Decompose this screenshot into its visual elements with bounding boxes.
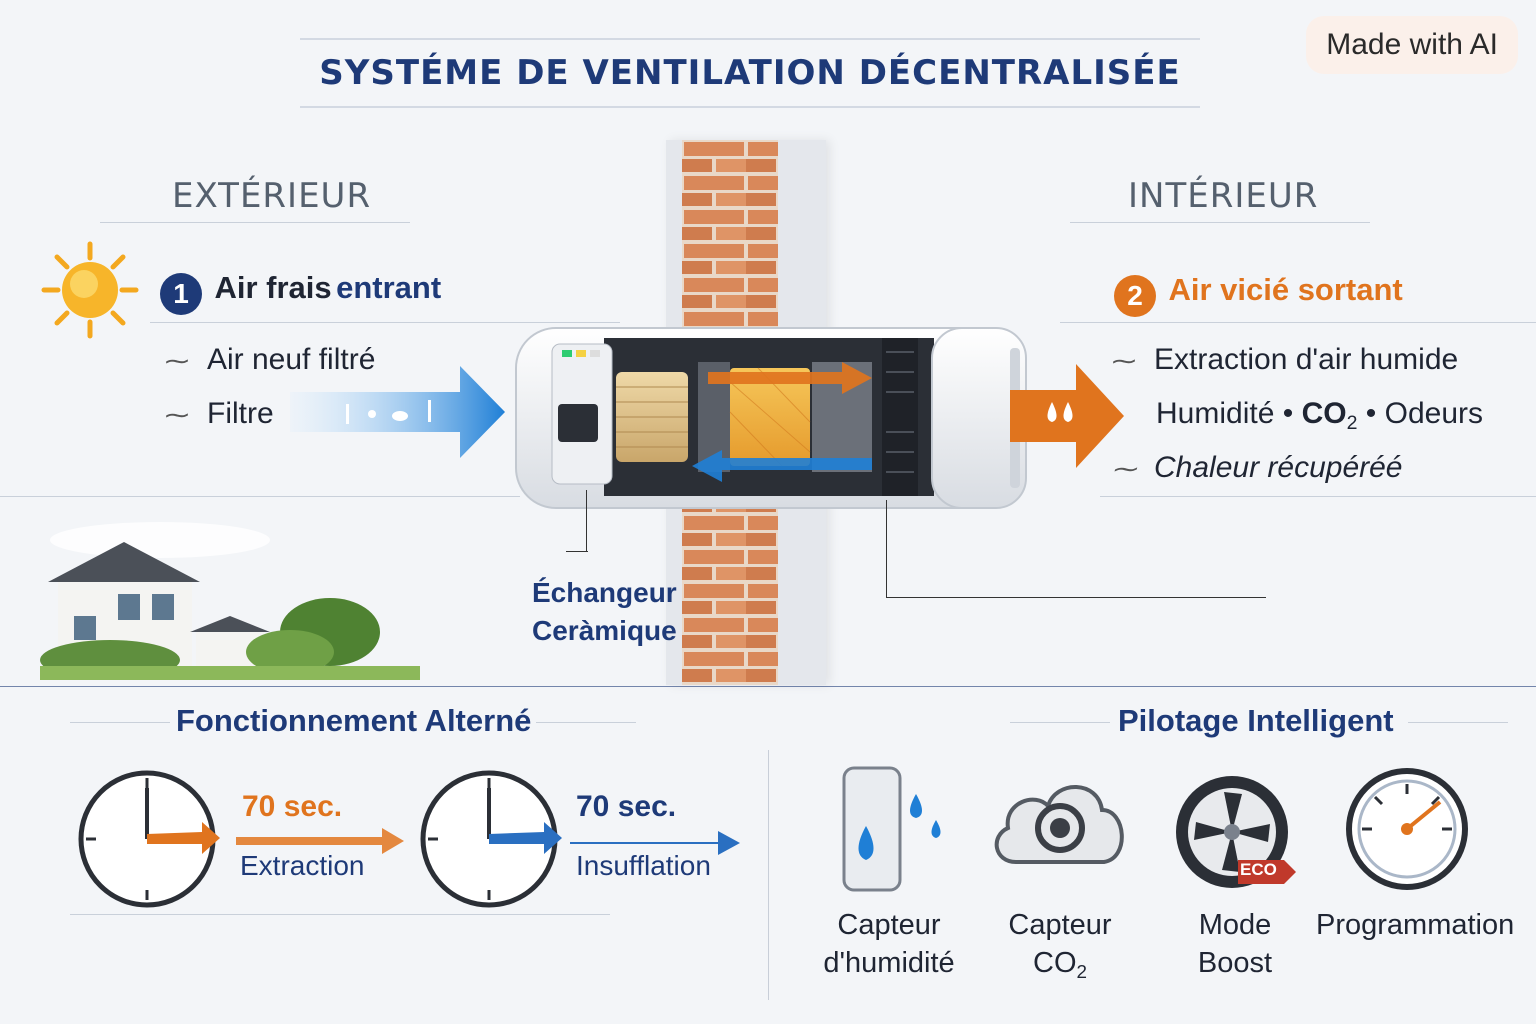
humidity-text: Humidité [1156, 397, 1275, 430]
eco-badge: ECO [1240, 860, 1277, 879]
divider [0, 686, 1536, 687]
gauge-icon [1346, 768, 1468, 890]
heat-recovered: ⁓Chaleur récupéréé [1112, 451, 1403, 484]
made-with-ai-badge: Made with AI [1306, 16, 1518, 74]
clock-icon [78, 770, 220, 908]
interior-item: ⁓Extraction d'air humide [1112, 343, 1459, 376]
fresh-air-heading: 1 Air frais entrant [160, 270, 441, 315]
smart-heading: Pilotage Intelligent [1118, 703, 1394, 738]
page-title: SYSTÉME DE VENTILATION DÉCENTRALISÉE [300, 38, 1200, 108]
humidity-sensor-icon [842, 766, 941, 892]
label-line1: Capteur [837, 909, 941, 941]
sun-icon [41, 241, 139, 339]
item-text: Air neuf filtré [207, 343, 376, 376]
boost-label: Mode Boost [1160, 906, 1310, 982]
label-line2: Boost [1197, 947, 1273, 979]
separator-dot: • [1282, 397, 1294, 430]
pollutants-line: Humidité • CO2 • Odeurs [1156, 397, 1483, 435]
programming-label: Programmation [1316, 909, 1515, 941]
insufflation-label: Insufflation [576, 850, 711, 881]
co2-subscript: 2 [1346, 412, 1358, 434]
extraction-label: Extraction [240, 850, 365, 881]
clock-icon [420, 770, 562, 908]
exterior-label: EXTÉRIEUR [172, 176, 372, 216]
label-line1: Mode [1198, 909, 1272, 941]
co2-cloud-icon [994, 785, 1124, 864]
extraction-time: 70 sec. [242, 790, 343, 823]
divider [1408, 722, 1508, 723]
stale-air-heading-text: Air vicié sortant [1168, 272, 1403, 307]
step-2-badge: 2 [1114, 274, 1156, 317]
exterior-underline [100, 222, 410, 223]
label-line1: Capteur [1008, 909, 1112, 941]
separator-dot: • [1365, 397, 1377, 430]
exchanger-label: Échangeur Ceràmique [532, 574, 677, 650]
label-line2: CO [1033, 947, 1077, 979]
insufflation-time: 70 sec. [576, 790, 677, 823]
interior-underline [1070, 222, 1370, 223]
insufflation-arrow [570, 831, 740, 855]
step-1-badge: 1 [160, 272, 202, 315]
exterior-item: ⁓Air neuf filtré [165, 343, 376, 376]
alternating-heading: Fonctionnement Alterné [176, 703, 532, 738]
leader-line [886, 597, 1266, 598]
control-panel [558, 404, 598, 442]
divider [150, 322, 620, 323]
divider [70, 914, 610, 915]
particles-icon [346, 400, 431, 424]
droplets-icon [1047, 402, 1073, 422]
divider [0, 496, 520, 497]
leader-line [586, 490, 587, 552]
divider [70, 722, 170, 723]
co2-sensor-label: Capteur CO2 [980, 906, 1140, 991]
divider [1060, 322, 1536, 323]
fresh-air-heading-a: Air frais [214, 270, 332, 305]
fan [882, 338, 918, 496]
fresh-air-arrow [290, 366, 505, 458]
stale-air-arrow [1010, 364, 1124, 468]
stale-air-heading: 2 Air vicié sortant [1114, 272, 1403, 317]
exchanger-line2: Ceràmique [532, 615, 677, 646]
odors-text: Odeurs [1384, 397, 1484, 430]
label-line2: d'humidité [823, 947, 955, 979]
exchanger-line1: Échangeur [532, 577, 677, 608]
exterior-item: ⁓Filtre [165, 397, 274, 430]
co2-text: CO [1301, 397, 1347, 430]
humidity-sensor-label: Capteur d'humidité [806, 906, 972, 982]
divider [1100, 496, 1536, 497]
divider [1010, 722, 1110, 723]
item-text: Extraction d'air humide [1154, 343, 1459, 376]
item-text: Filtre [207, 397, 274, 430]
house-illustration [40, 522, 420, 680]
item-text: Chaleur récupéréé [1154, 451, 1403, 484]
fan-boost-icon [1176, 776, 1296, 888]
divider [536, 722, 636, 723]
leader-line [886, 500, 887, 598]
leader-line [566, 551, 588, 552]
label-subscript: 2 [1076, 961, 1087, 982]
interior-label: INTÉRIEUR [1128, 176, 1319, 216]
ventilation-unit [515, 327, 1027, 509]
fresh-air-heading-b: entrant [336, 270, 442, 305]
section-divider [768, 750, 769, 1000]
extraction-arrow [236, 828, 404, 854]
